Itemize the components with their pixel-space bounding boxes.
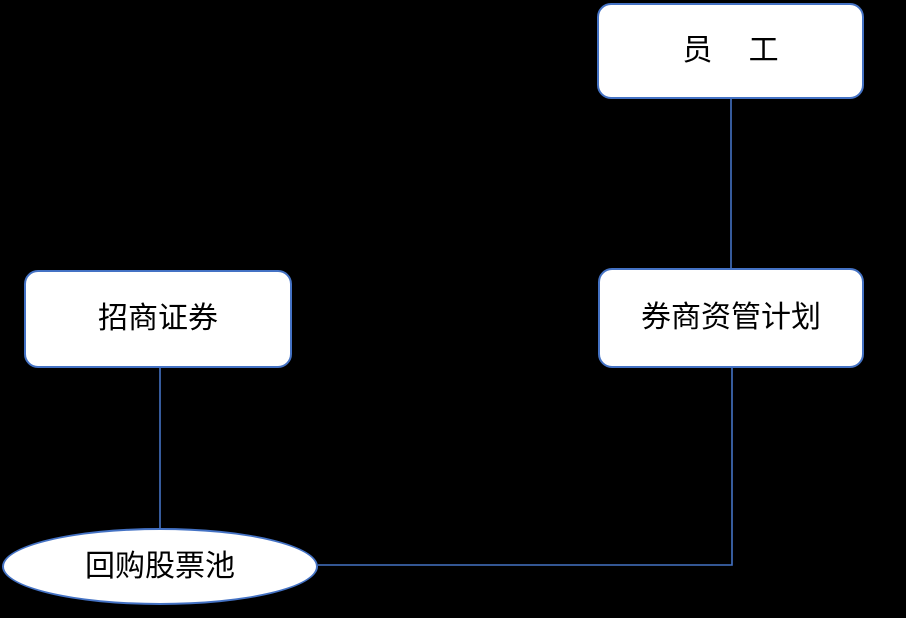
node-china-merchants-securities-label: 招商证券 bbox=[98, 302, 218, 335]
node-employee-label: 员 工 bbox=[682, 34, 793, 67]
node-broker-asset-management-plan[interactable]: 券商资管计划 bbox=[598, 268, 864, 368]
node-china-merchants-securities[interactable]: 招商证券 bbox=[24, 270, 292, 368]
node-broker-asset-management-plan-label: 券商资管计划 bbox=[641, 301, 821, 334]
connector-broker-plan-to-buyback-pool bbox=[318, 368, 733, 566]
node-employee[interactable]: 员 工 bbox=[597, 3, 864, 99]
node-buyback-stock-pool[interactable]: 回购股票池 bbox=[2, 528, 318, 605]
node-buyback-stock-pool-label: 回购股票池 bbox=[85, 549, 235, 583]
